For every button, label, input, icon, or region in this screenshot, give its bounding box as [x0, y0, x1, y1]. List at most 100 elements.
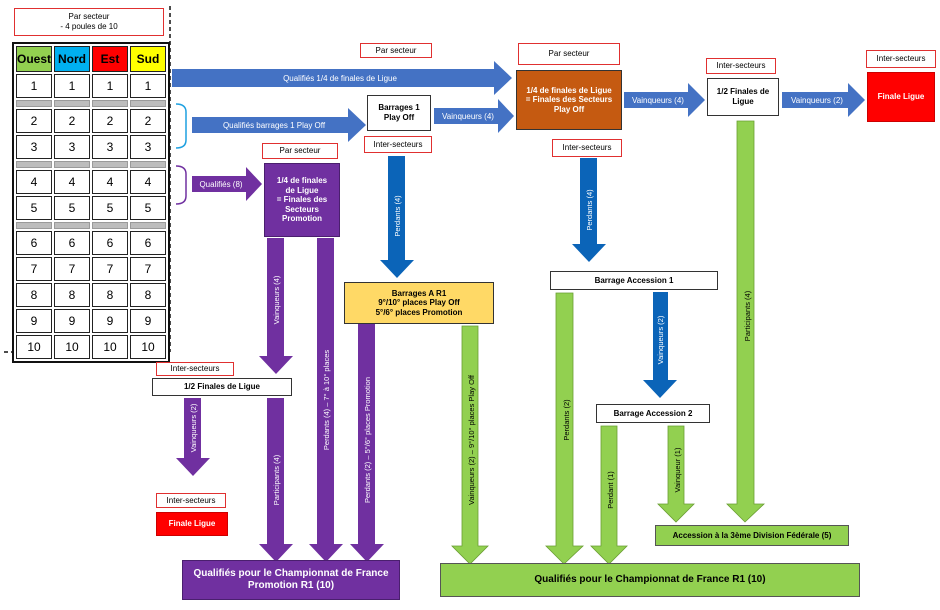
arrow-perdant-acc2: Perdant (1)	[590, 425, 628, 565]
table-cell: 8	[16, 283, 53, 307]
arrow-participants-demi-bottom: Participants (4)	[259, 398, 293, 562]
box-finale-ligue-top: Finale Ligue	[867, 72, 935, 122]
arrow-label-vainqueur-acc2: Vainqueur (1)	[673, 447, 682, 492]
table-cell: 10	[54, 335, 91, 359]
label-par-secteur-1: Par secteur	[360, 43, 432, 58]
column-sud: Sud	[130, 46, 167, 72]
table-cell: 8	[54, 283, 91, 307]
table-cell: 4	[130, 170, 167, 194]
arrow-label-vainqueurs-promo: Vainqueurs (4)	[272, 275, 281, 324]
arrow-vainqueurs-demi-bottom: Vainqueurs (2)	[176, 398, 210, 476]
arrow-vainqueurs-quarts: Vainqueurs (4)	[624, 83, 705, 117]
column-nord: Nord	[54, 46, 91, 72]
box-demi-ligue-bottom: 1/2 Finales de Ligue	[152, 378, 292, 396]
arrow-label-perdants-acc1: Perdants (2)	[562, 399, 571, 441]
table-cell: 1	[92, 74, 129, 98]
separator-cell	[54, 161, 91, 168]
box-finale-ligue-bottom: Finale Ligue	[156, 512, 228, 536]
table-cell: 1	[16, 74, 53, 98]
table-cell: 5	[16, 196, 53, 220]
table-cell: 7	[16, 257, 53, 281]
box-demi-ligue-top: 1/2 Finales de Ligue	[707, 78, 779, 116]
label-inter-secteurs-3: Inter-secteurs	[364, 136, 432, 153]
box-barrage-accession-1: Barrage Accession 1	[550, 271, 718, 290]
arrow-perdants-barrages1: Perdants (4)	[380, 156, 414, 278]
box-barrages-1: Barrages 1 Play Off	[367, 95, 431, 131]
table-cell: 1	[130, 74, 167, 98]
table-cell: 4	[54, 170, 91, 194]
separator-cell	[92, 100, 129, 107]
table-cell: 8	[130, 283, 167, 307]
label-inter-secteurs-5: Inter-secteurs	[156, 362, 234, 376]
arrow-perdants-promo: Perdants (4) – 7° à 10° places	[309, 238, 343, 562]
table-cell: 6	[130, 231, 167, 255]
table-cell: 10	[130, 335, 167, 359]
separator-cell	[54, 100, 91, 107]
table-cell: 10	[16, 335, 53, 359]
table-cell: 9	[130, 309, 167, 333]
box-barrages-a: Barrages A R1 9°/10° places Play Off 5°/…	[344, 282, 494, 324]
arrow-vainqueurs-promo: Vainqueurs (4)	[259, 238, 293, 374]
table-cell: 5	[54, 196, 91, 220]
arrow-vainqueurs-acc1: Vainqueurs (2)	[643, 292, 677, 398]
arrow-label-perdants-barrages-a: Perdants (2) – 5°/6° places Promotion	[363, 377, 372, 503]
table-cell: 3	[92, 135, 129, 159]
separator-cell	[130, 161, 167, 168]
table-cell: 3	[54, 135, 91, 159]
label-inter-secteurs-4: Inter-secteurs	[552, 139, 622, 157]
arrow-label-perdants-barrages1: Perdants (4)	[393, 195, 402, 237]
arrow-perdants-acc1: Perdants (2)	[545, 292, 585, 565]
column-ouest: Ouest	[16, 46, 53, 72]
table-cell: 5	[92, 196, 129, 220]
table-cell: 8	[92, 283, 129, 307]
table-cell: 4	[92, 170, 129, 194]
table-cell: 6	[92, 231, 129, 255]
table-separator	[16, 100, 167, 107]
table-cell: 9	[54, 309, 91, 333]
table-cell: 2	[92, 109, 129, 133]
arrow-label-vainqueurs-acc1: Vainqueurs (2)	[656, 315, 665, 364]
table-separator	[16, 161, 167, 168]
table-cell: 6	[16, 231, 53, 255]
arrow-perdants-quarts: Perdants (4)	[572, 158, 606, 262]
arrow-vainqueurs-barrages-a: Vainqueurs (2) – 9°/10° places Play Off	[451, 325, 489, 565]
arrow-label-vainqueurs-barrages1: Vainqueurs (4)	[442, 112, 494, 121]
arrow-participants-demi-top: Participants (4)	[726, 120, 766, 523]
arrow-label-perdants-quarts: Perdants (4)	[585, 189, 594, 231]
table-cell: 2	[54, 109, 91, 133]
arrow-vainqueurs-barrages1: Vainqueurs (4)	[434, 99, 514, 133]
table-cell: 4	[16, 170, 53, 194]
table-cell: 7	[92, 257, 129, 281]
bracket-blue	[175, 103, 187, 149]
box-barrage-accession-2: Barrage Accession 2	[596, 404, 710, 423]
table-cell: 3	[130, 135, 167, 159]
separator-cell	[54, 222, 91, 229]
box-qualifies-r1: Qualifiés pour le Championnat de France …	[440, 563, 860, 597]
bracket-purple	[175, 165, 187, 205]
separator-cell	[16, 222, 53, 229]
arrow-label-qualifies-barrages: Qualifiés barrages 1 Play Off	[223, 121, 326, 130]
label-par-secteur-2: Par secteur	[518, 43, 620, 65]
arrow-vainqueur-acc2: Vainqueur (1)	[657, 425, 695, 523]
label-par-secteur-3: Par secteur	[262, 143, 338, 159]
separator-cell	[16, 100, 53, 107]
arrow-vainqueurs-demi: Vainqueurs (2)	[782, 83, 865, 117]
separator-cell	[130, 100, 167, 107]
separator-cell	[92, 161, 129, 168]
separator-cell	[16, 161, 53, 168]
arrow-perdants-barrages-a: Perdants (2) – 5°/6° places Promotion	[350, 324, 384, 562]
table-cell: 7	[54, 257, 91, 281]
table-cell: 5	[130, 196, 167, 220]
